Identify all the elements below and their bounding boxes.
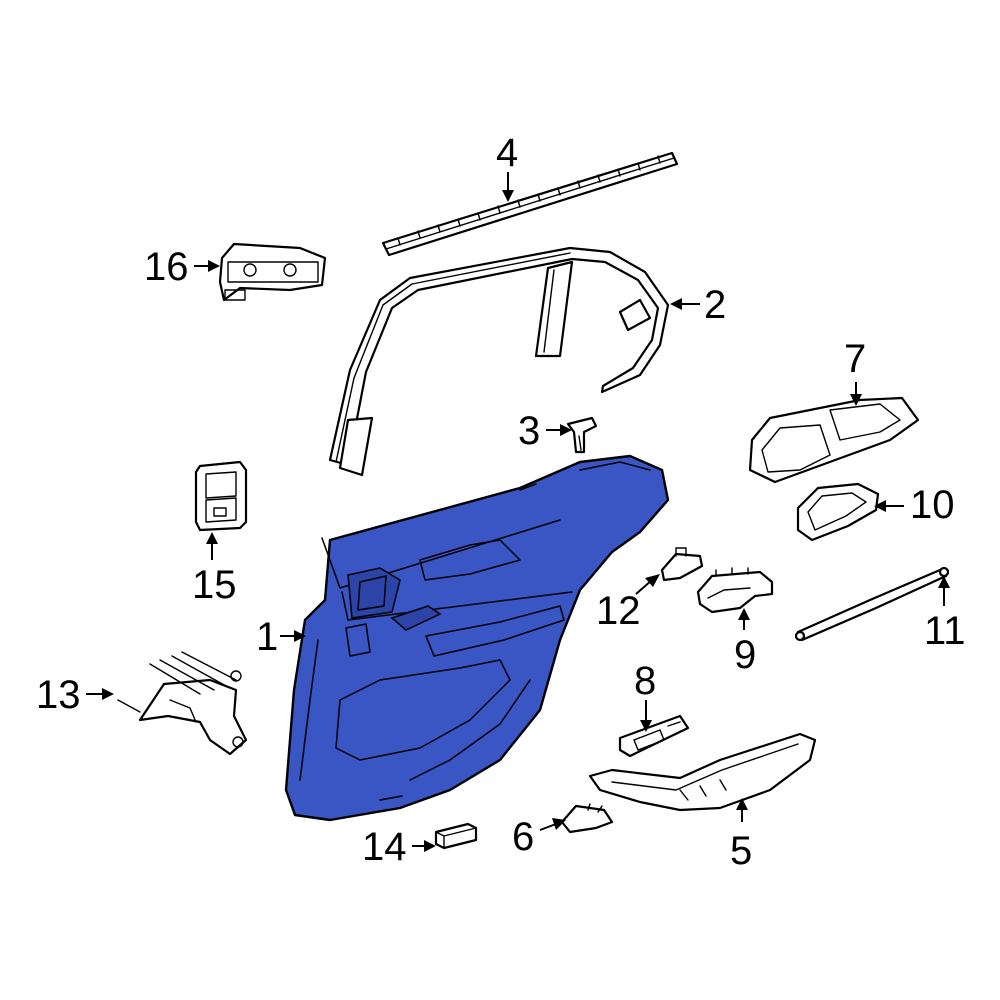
callout-13: 13 [36,673,81,717]
part-7-armrest-bezel[interactable] [748,396,920,484]
part-4-belt-weatherstrip[interactable] [381,151,679,257]
callout-labels: 1 2 3 4 5 6 7 8 9 10 11 12 13 14 15 16 [36,131,966,873]
callout-11: 11 [924,609,966,653]
callout-6: 6 [512,815,534,859]
callout-1: 1 [256,615,278,659]
part-10-handle-bezel[interactable] [796,482,880,542]
callout-9: 9 [734,633,756,677]
leader-lines [86,172,950,852]
callout-5: 5 [730,829,752,873]
callout-16: 16 [144,245,189,289]
part-16-switch-assembly[interactable] [218,242,327,302]
part-8-window-switch[interactable] [618,714,690,758]
part-6-handle-cap[interactable] [560,803,614,834]
part-13-wiring-bracket[interactable] [117,651,248,756]
part-14-block[interactable] [434,822,478,850]
part-15-switch[interactable] [194,460,248,532]
callout-3: 3 [518,409,540,453]
callout-4: 4 [496,131,518,175]
part-9-inner-handle[interactable] [696,567,774,614]
callout-10: 10 [910,483,955,527]
callout-12: 12 [596,589,641,633]
callout-7: 7 [844,337,866,381]
part-12-connector[interactable] [660,547,704,582]
part-1-door-trim-panel[interactable] [284,454,670,822]
part-11-cord[interactable] [794,566,950,642]
part-2-door-frame-trim[interactable] [328,246,670,477]
part-5-armrest[interactable] [588,732,817,812]
part-3-clip[interactable] [566,416,598,454]
callout-14: 14 [362,825,407,869]
callout-8: 8 [634,659,656,703]
callout-15: 15 [192,563,237,607]
callout-2: 2 [704,283,726,327]
